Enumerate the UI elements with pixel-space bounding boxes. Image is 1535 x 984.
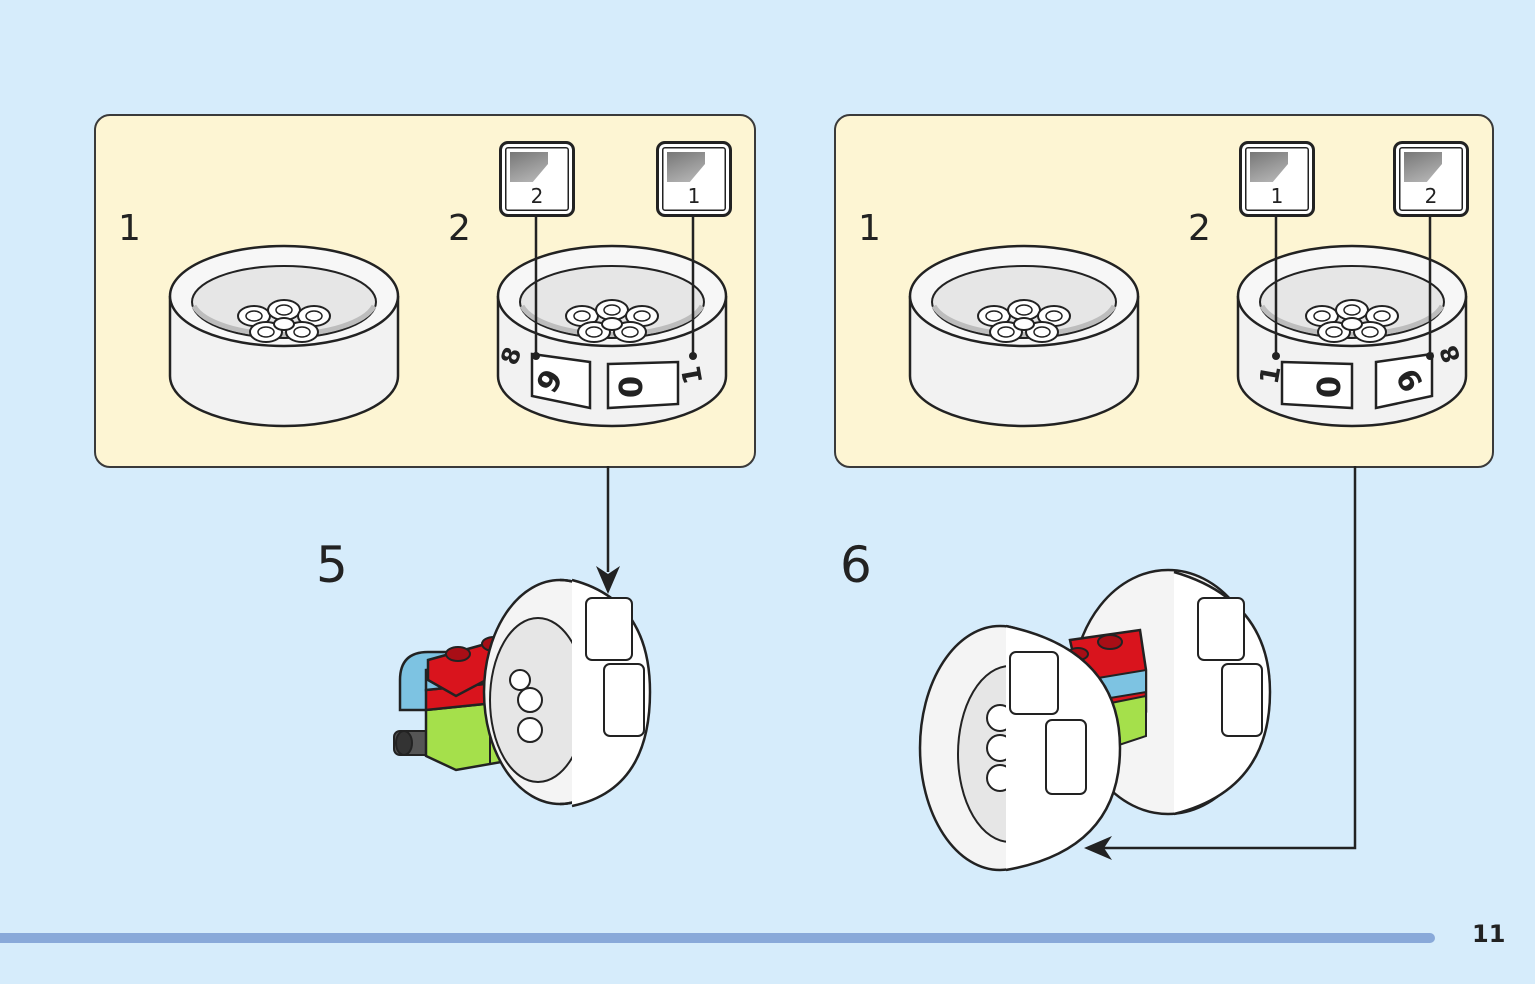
plain-tire-right <box>910 246 1138 426</box>
stickered-tire-right <box>1238 246 1466 426</box>
sticker-callout: 1 <box>656 141 732 217</box>
sticker-callout: 2 <box>499 141 575 217</box>
sticker-sheet-icon <box>1404 152 1442 182</box>
step-number-6: 6 <box>840 536 872 594</box>
page-number: 11 <box>1472 920 1506 948</box>
sticker-quantity: 2 <box>1424 184 1438 208</box>
sticker-sheet-icon <box>510 152 548 182</box>
sticker-quantity: 2 <box>530 184 544 208</box>
sticker-leader-lines <box>534 214 1432 356</box>
sticker-quantity: 1 <box>687 184 701 208</box>
left-substep-number-1: 1 <box>118 208 141 249</box>
tire-digit: 0 <box>1310 375 1349 399</box>
step5-model <box>393 578 652 808</box>
plain-tire-left <box>170 246 398 426</box>
sticker-callout: 1 <box>1239 141 1315 217</box>
sticker-sheet-icon <box>667 152 705 182</box>
sticker-sheet-icon <box>1250 152 1288 182</box>
right-substep-number-1: 1 <box>858 208 881 249</box>
sticker-quantity: 1 <box>1270 184 1284 208</box>
left-substep-number-2: 2 <box>448 208 471 249</box>
right-substep-number-2: 2 <box>1188 208 1211 249</box>
step6-model <box>918 568 1272 872</box>
step5-arrow <box>596 466 620 594</box>
tire-digit: 0 <box>612 375 651 399</box>
stickered-tire-left <box>498 246 726 426</box>
step6-arrow <box>1084 466 1357 860</box>
page-progress-bar <box>0 933 1435 943</box>
step-number-5: 5 <box>316 536 348 594</box>
sticker-callout: 2 <box>1393 141 1469 217</box>
